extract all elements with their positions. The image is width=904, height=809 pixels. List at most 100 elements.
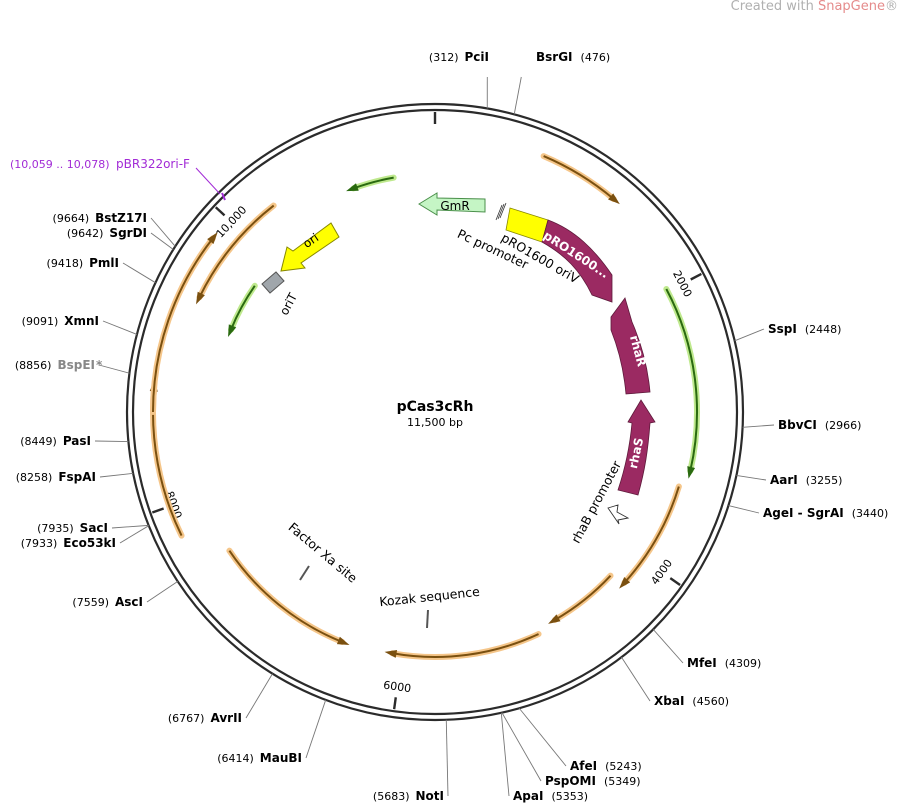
site-position: (8856) — [15, 359, 52, 372]
watermark-mark: ® — [885, 0, 898, 14]
plasmid-size: 11,500 bp — [407, 416, 463, 429]
site-position: (3255) — [806, 474, 843, 487]
site-position: (476) — [581, 51, 611, 64]
site-name: NotI — [416, 789, 445, 803]
orit-label: oriT — [277, 290, 300, 317]
site-suffix: * — [96, 358, 103, 372]
site-leader — [445, 719, 449, 797]
feature-gmr[interactable]: GmR — [418, 192, 486, 216]
site-name: Eco53kI — [63, 536, 116, 550]
site-name: PspOMI — [545, 774, 596, 788]
site-leader — [305, 699, 327, 759]
rhar-arc — [610, 297, 651, 395]
site-leader — [734, 328, 765, 342]
site-sgrdi[interactable]: SgrDI(9642) — [67, 226, 174, 250]
site-position: (5683) — [373, 790, 410, 803]
site-maubi[interactable]: MauBI (6414) — [217, 699, 327, 765]
site-leader — [102, 320, 138, 335]
pro1600-arc — [541, 219, 613, 303]
site-leader — [501, 712, 542, 782]
site-asci[interactable]: AscI(7559) — [72, 581, 179, 609]
ruler-label-6000: 6000 — [382, 679, 412, 696]
site-eco53ki[interactable]: Eco53kI (7933) — [21, 525, 149, 550]
factor-xa-text: Factor Xa site — [286, 519, 361, 585]
orf-arc-4 — [619, 483, 682, 589]
site-position: (9664) — [53, 212, 90, 225]
kozak-text: Kozak sequence — [379, 584, 481, 609]
site-position: (9418) — [47, 257, 84, 270]
primer-leader — [195, 167, 221, 195]
site-leader — [99, 472, 134, 478]
site-position: (312) — [429, 51, 459, 64]
site-name: XmnI — [64, 314, 99, 328]
site-name: BsrGI — [536, 50, 573, 64]
site-sspi[interactable]: SspI(2448) — [734, 322, 842, 342]
site-name: MauBI — [260, 751, 302, 765]
primer-name: pBR322ori-F — [116, 157, 190, 171]
feature-rhas[interactable]: rhaS — [617, 399, 656, 496]
site-position: (4309) — [725, 657, 762, 670]
ruler-tick-2000 — [690, 272, 702, 281]
feature-orit[interactable]: oriT — [261, 271, 300, 318]
site-apai[interactable]: ApaI (5353) — [500, 712, 588, 803]
site-bsrgi[interactable]: BsrGI (476) — [513, 50, 611, 115]
site-name: AarI — [770, 473, 798, 487]
site-pcii[interactable]: PciI(312) — [429, 50, 489, 109]
site-leader — [728, 505, 760, 514]
ruler-tick-10000 — [214, 206, 226, 217]
feature-ori[interactable]: ori — [280, 222, 340, 272]
site-leader — [652, 629, 684, 664]
plasmid-name: pCas3cRh — [397, 399, 474, 415]
site-bbvci[interactable]: BbvCI(2966) — [742, 418, 862, 432]
site-name: AfeI — [570, 759, 597, 773]
site-leader — [94, 440, 129, 443]
primer-pbr322ori-f[interactable]: (10,059 .. 10,078) pBR322ori-F — [10, 157, 226, 201]
site-position: (6414) — [217, 752, 254, 765]
site-name: ApaI — [513, 789, 543, 803]
site-xbai[interactable]: XbaI(4560) — [621, 656, 729, 708]
site-pspomi[interactable]: PspOMI(5349) — [501, 712, 641, 788]
site-afei[interactable]: AfeI (5243) — [518, 707, 642, 773]
ori-arrow — [280, 222, 340, 272]
site-agei-sgrai[interactable]: AgeI - SgrAI(3440) — [728, 505, 889, 520]
site-fspai[interactable]: FspAI(8258) — [16, 470, 134, 484]
site-bstz17i[interactable]: BstZ17I (9664) — [53, 211, 176, 247]
site-position: (9642) — [67, 227, 104, 240]
site-aari[interactable]: AarI (3255) — [736, 473, 842, 487]
site-position: (6767) — [168, 712, 205, 725]
site-position: (5243) — [605, 760, 642, 773]
site-pasi[interactable]: PasI(8449) — [20, 434, 129, 448]
backbone-inner — [131, 108, 739, 716]
site-pmli[interactable]: PmlI(9418) — [47, 256, 156, 284]
site-position: (2448) — [805, 323, 842, 336]
site-bspei[interactable]: BspEI *(8856) — [15, 358, 130, 374]
site-saci[interactable]: SacI(7935) — [37, 521, 149, 535]
site-position: (7933) — [21, 537, 58, 550]
site-name: FspAI — [58, 470, 96, 484]
site-xmni[interactable]: XmnI(9091) — [22, 314, 138, 335]
site-position: (3440) — [852, 507, 889, 520]
site-name: AvrII — [210, 711, 242, 725]
site-mfei[interactable]: MfeI(4309) — [652, 629, 762, 670]
orf-arc-2 — [196, 202, 277, 305]
site-leader — [150, 232, 174, 250]
site-avrii[interactable]: AvrII (6767) — [168, 673, 273, 725]
site-position: (8449) — [20, 435, 57, 448]
site-leader — [500, 712, 510, 797]
kozak-mark — [426, 609, 429, 629]
site-noti[interactable]: NotI (5683) — [373, 719, 449, 803]
site-position: (7935) — [37, 522, 74, 535]
restriction-sites: PciI(312) BsrGI (476) SspI(2448) BbvCI(2966)… — [15, 50, 888, 803]
orf-arc-9 — [226, 547, 350, 645]
feature-rhar[interactable]: rhaR — [610, 297, 651, 395]
watermark-brand: SnapGene — [817, 0, 885, 14]
site-position: (5353) — [551, 790, 588, 803]
site-name: BstZ17I — [95, 211, 147, 225]
watermark-prefix: Created with — [730, 0, 818, 14]
site-leader — [736, 475, 767, 481]
site-position: (2966) — [825, 419, 862, 432]
orit-box — [261, 271, 285, 294]
pc-promoter-mark — [495, 202, 507, 221]
ruler-label-2000: 2000 — [670, 268, 694, 299]
